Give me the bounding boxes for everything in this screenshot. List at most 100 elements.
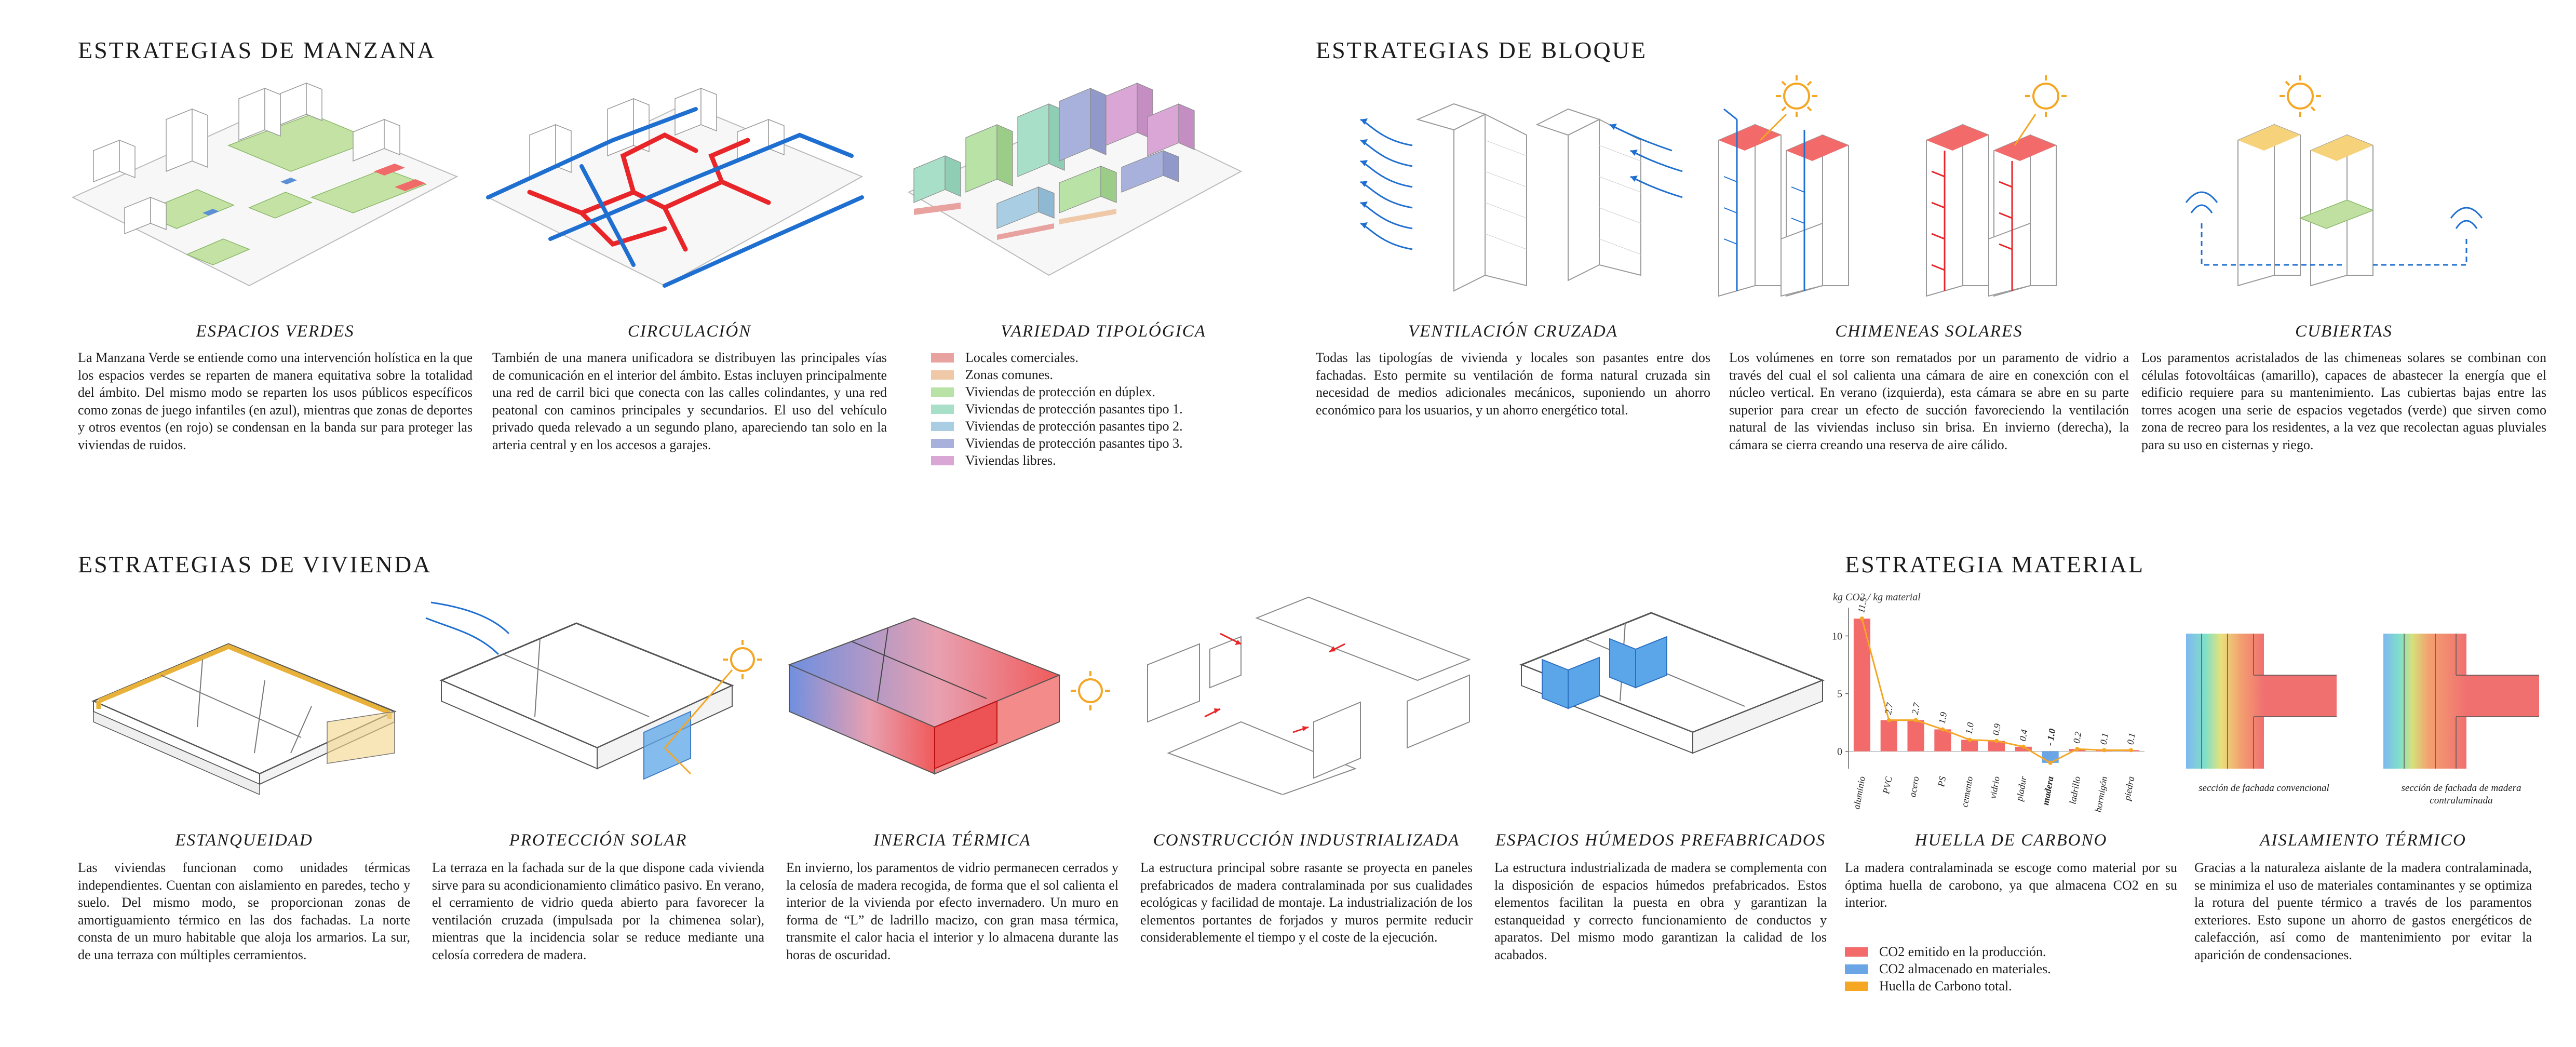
chart-total-point <box>1859 616 1864 621</box>
chart-value-label: 0.1 <box>2125 732 2137 746</box>
chart-category-label: vidrio <box>1988 775 2002 799</box>
chart-bar <box>1907 720 1924 751</box>
caption-proteccion-solar: PROTECCIÓN SOLAR <box>509 831 687 850</box>
circulacion-illustration <box>486 87 864 288</box>
chart-total-point <box>1967 737 1972 742</box>
chart-total-point <box>2102 748 2107 753</box>
chart-total-point <box>2075 747 2080 751</box>
label-fachada-convencional: sección de fachada convencional <box>2199 783 2329 794</box>
chart-value-label: 0.1 <box>2098 732 2111 746</box>
estanqueidad-illustration <box>91 643 397 795</box>
variedad-legend: Locales comerciales. Zonas comunes. Vivi… <box>931 349 1183 469</box>
section-title-material: ESTRATEGIA MATERIAL <box>1845 551 2145 578</box>
caption-estanqueidad: ESTANQUEIDAD <box>175 831 313 850</box>
caption-inercia-termica: INERCIA TÉRMICA <box>873 831 1031 850</box>
chart-value-label: - 1.0 <box>2044 728 2057 746</box>
chart-category-label: hormigón <box>2093 775 2109 813</box>
text-huella-carbono: La madera contralaminada se escoge como … <box>1845 860 2177 910</box>
text-espacios-verdes: La Manzana Verde se entiende como una in… <box>78 350 473 452</box>
text-construccion-industrializada: La estructura principal sobre rasante se… <box>1140 860 1473 945</box>
chart-bar <box>2015 746 2032 751</box>
legend-item: CO2 emitido en la producción. <box>1845 943 2051 960</box>
chart-y-tick-label: 0 <box>1837 746 1842 758</box>
text-circulacion: También de una manera unificadora se dis… <box>492 350 887 452</box>
huella-legend: CO2 emitido en la producción. CO2 almace… <box>1845 943 2051 995</box>
chart-total-point <box>2048 760 2053 765</box>
chart-category-label: cemento <box>1959 775 1975 808</box>
chart-ylabel: kg CO2 / kg material <box>1833 592 1921 603</box>
chart-bar <box>1988 741 2005 751</box>
chart-category-label: ladrillo <box>2067 775 2082 805</box>
legend-item: Zonas comunes. <box>931 366 1183 383</box>
chart-value-label: 0.4 <box>2017 729 2030 742</box>
chart-category-label: PVC <box>1881 775 1894 795</box>
chart-total-point <box>1913 718 1918 722</box>
section-title-manzana: ESTRATEGIAS DE MANZANA <box>78 37 436 63</box>
huella-carbono-chart: kg CO2 / kg material 0 5 10 11.5 aluminio 2.… <box>1832 592 2145 813</box>
chart-value-label: 11.5 <box>1856 597 1869 614</box>
chart-value-label: 2.7 <box>1883 702 1895 716</box>
chart-y-tick-label: 5 <box>1837 689 1842 700</box>
caption-espacios-verdes: ESPACIOS VERDES <box>196 322 355 341</box>
chart-value-label: 1.9 <box>1937 712 1949 725</box>
construccion-industrializada-illustration <box>1147 596 1471 795</box>
chart-total-point <box>1994 739 1999 743</box>
chart-bar <box>1961 740 1978 751</box>
chimeneas-solares-illustration <box>1718 75 2067 297</box>
sun-icon <box>1776 75 1817 117</box>
variedad-tipologica-illustration <box>907 83 1243 276</box>
text-cubiertas: Los paramentos acristalados de las chime… <box>2141 350 2546 452</box>
text-ventilacion-cruzada: Todas las tipologías de vivienda y local… <box>1316 350 1710 418</box>
legend-item: Viviendas de protección pasantes tipo 2. <box>931 418 1183 435</box>
chart-value-label: 1.0 <box>1963 722 1976 735</box>
legend-item: Viviendas de protección pasantes tipo 3. <box>931 435 1183 452</box>
legend-item: Viviendas libres. <box>931 452 1183 469</box>
chart-category-label: pladur <box>2014 775 2029 803</box>
caption-circulacion: CIRCULACIÓN <box>627 322 752 341</box>
ventilacion-cruzada-illustration <box>1360 103 1683 292</box>
chart-y-tick-label: 10 <box>1832 630 1842 642</box>
espacios-verdes-illustration <box>71 82 458 287</box>
caption-huella-carbono: HUELLA DE CARBONO <box>1914 831 2108 850</box>
legend-item: Viviendas de protección en dúplex. <box>931 383 1183 400</box>
aislamiento-madera-illustration <box>2383 634 2539 769</box>
chart-total-point <box>1940 727 1945 732</box>
legend-item: Huella de Carbono total. <box>1845 977 2051 995</box>
caption-chimeneas-solares: CHIMENEAS SOLARES <box>1835 322 2023 341</box>
chart-category-label: PS <box>1936 775 1948 788</box>
chart-value-label: 2.7 <box>1910 702 1922 716</box>
chart-category-label: madera <box>2040 775 2055 806</box>
chart-category-label: aluminio <box>1851 775 1867 810</box>
espacios-humedos-illustration <box>1519 612 1825 754</box>
chart-bar <box>1934 729 1951 751</box>
chart-value-label: 0.2 <box>2071 731 2084 744</box>
text-inercia-termica: En invierno, los paramentos de vidrio pe… <box>786 860 1118 962</box>
section-title-vivienda: ESTRATEGIAS DE VIVIENDA <box>78 551 432 578</box>
chart-value-label: 0.9 <box>1990 723 2003 736</box>
caption-variedad-tipologica: VARIEDAD TIPOLÓGICA <box>1001 322 1206 341</box>
text-aislamiento-termico: Gracias a la naturaleza aislante de la m… <box>2194 860 2532 962</box>
chart-bar <box>1880 720 1897 751</box>
cubiertas-illustration <box>2185 75 2483 287</box>
aislamiento-convencional-illustration <box>2186 634 2337 769</box>
caption-aislamiento-termico: AISLAMIENTO TÉRMICO <box>2260 831 2466 850</box>
chart-total-point <box>1886 718 1891 722</box>
chart-category-label: piedra <box>2122 775 2136 802</box>
proteccion-solar-illustration <box>425 601 762 780</box>
legend-item: CO2 almacenado en materiales. <box>1845 960 2051 977</box>
text-chimeneas-solares: Los volúmenes en torre son rematados por… <box>1729 350 2129 452</box>
text-proteccion-solar: La terraza en la fachada sur de la que d… <box>432 860 764 962</box>
text-espacios-humedos: La estructura industrializada de madera … <box>1494 860 1827 962</box>
caption-cubiertas: CUBIERTAS <box>2295 322 2393 341</box>
section-title-bloque: ESTRATEGIAS DE BLOQUE <box>1316 37 1647 63</box>
caption-construccion-industrializada: CONSTRUCCIÓN INDUSTRIALIZADA <box>1153 831 1460 850</box>
legend-item: Viviendas de protección pasantes tipo 1. <box>931 400 1183 418</box>
chart-total-point <box>2021 744 2026 749</box>
caption-espacios-humedos: ESPACIOS HÚMEDOS PREFABRICADOS <box>1495 831 1826 850</box>
legend-item: Locales comerciales. <box>931 349 1183 366</box>
chart-total-point <box>2129 748 2134 753</box>
chart-category-label: acero <box>1907 775 1921 798</box>
caption-ventilacion-cruzada: VENTILACIÓN CRUZADA <box>1408 322 1618 341</box>
inercia-termica-illustration <box>788 617 1110 775</box>
text-estanqueidad: Las viviendas funcionan como unidades té… <box>78 860 410 962</box>
